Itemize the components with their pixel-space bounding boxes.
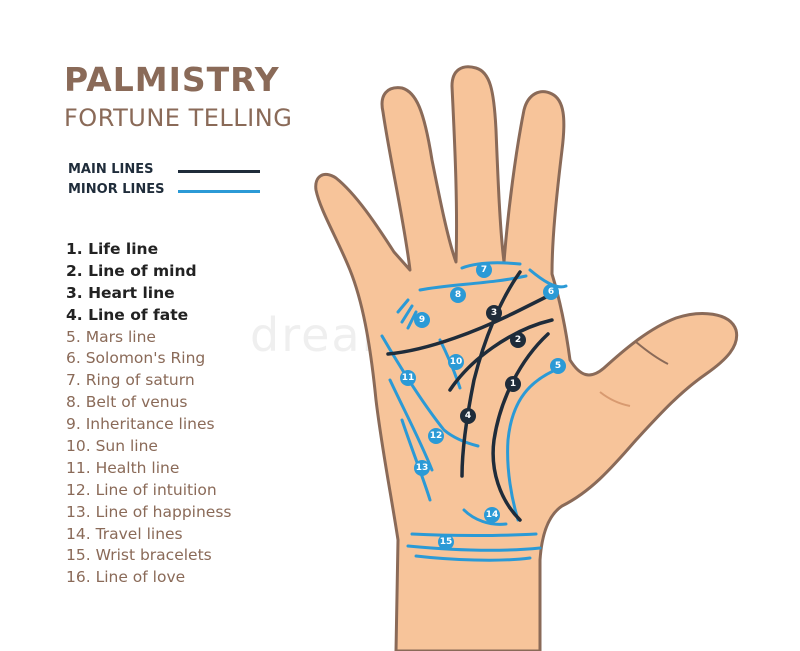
list-item: 3. Heart line <box>66 283 175 302</box>
heart-line <box>386 294 550 356</box>
badge-6 <box>543 284 559 300</box>
badge-label: 6 <box>548 287 554 297</box>
wrist-bracelet-3 <box>414 554 532 562</box>
badge-12 <box>428 428 444 444</box>
page-subtitle: FORTUNE TELLING <box>64 104 293 132</box>
badge-label: 11 <box>402 373 415 383</box>
badge-label: 12 <box>430 431 443 441</box>
ring-of-saturn <box>460 261 522 270</box>
badge-label: 9 <box>419 315 425 325</box>
wrist-bracelet-1 <box>410 532 538 537</box>
wrist-bracelet-2 <box>406 544 542 552</box>
badge-13 <box>414 460 430 476</box>
legend-main-swatch <box>178 170 260 173</box>
badge-9 <box>414 312 430 328</box>
badge-label: 7 <box>481 265 487 275</box>
badge-label: 15 <box>440 537 453 547</box>
main-lines <box>386 270 554 522</box>
list-item: 13. Line of happiness <box>66 502 232 521</box>
list-item: 6. Solomon's Ring <box>66 349 206 368</box>
badge-2 <box>510 332 526 348</box>
badge-label: 8 <box>455 290 461 300</box>
life-line <box>491 332 550 522</box>
travel-lines <box>462 508 508 526</box>
legend-minor-label: MINOR LINES <box>68 182 165 197</box>
badge-label: 14 <box>486 510 499 520</box>
badge-3 <box>486 305 502 321</box>
badge-label: 4 <box>465 411 471 421</box>
badge-10 <box>448 354 464 370</box>
line-of-fate <box>460 270 522 478</box>
thumb-crease <box>599 391 631 407</box>
list-item: 16. Line of love <box>66 568 186 587</box>
list-item: 12. Line of intuition <box>66 480 217 499</box>
badge-8 <box>450 287 466 303</box>
list-item: 10. Sun line <box>66 437 158 456</box>
badge-label: 3 <box>491 308 497 318</box>
badge-label: 2 <box>515 335 521 345</box>
list-item: 8. Belt of venus <box>66 393 188 412</box>
list-item: 4. Line of fate <box>66 305 189 324</box>
list-item: 11. Health line <box>66 458 180 477</box>
legend-main-label: MAIN LINES <box>68 162 154 177</box>
line-of-mind <box>448 318 554 392</box>
legend-minor-swatch <box>178 190 260 193</box>
list-item: 1. Life line <box>66 240 159 258</box>
badge-label: 1 <box>510 379 516 389</box>
badge-15 <box>438 534 454 550</box>
lines-list: 1. Life line 2. Line of mind 3. Heart li… <box>66 239 232 589</box>
badges: 1 2 3 4 5 6 7 8 9 10 11 12 13 14 15 <box>400 262 566 550</box>
inheritance-lines <box>396 298 418 330</box>
list-item: 2. Line of mind <box>66 261 197 280</box>
badge-14 <box>484 507 500 523</box>
line-of-intuition <box>388 378 434 472</box>
list-item: 15. Wrist bracelets <box>66 546 212 565</box>
page-title: PALMISTRY <box>64 60 280 99</box>
badge-4 <box>460 408 476 424</box>
health-line <box>380 334 480 448</box>
badge-5 <box>550 358 566 374</box>
badge-7 <box>476 262 492 278</box>
list-item: 5. Mars line <box>66 327 156 346</box>
list-item: 14. Travel lines <box>66 524 183 543</box>
list-item: 7. Ring of saturn <box>66 371 195 390</box>
badge-1 <box>505 376 521 392</box>
palm-hand-illustration: 1 2 3 4 5 6 7 8 9 10 11 12 13 14 15 <box>314 65 739 651</box>
badge-label: 5 <box>555 361 561 371</box>
badge-label: 10 <box>450 357 463 367</box>
finger-crease <box>635 341 669 365</box>
badge-label: 13 <box>416 463 429 473</box>
mars-line <box>506 366 562 522</box>
list-item: 9. Inheritance lines <box>66 415 215 434</box>
badge-11 <box>400 370 416 386</box>
solomons-ring <box>528 268 568 289</box>
